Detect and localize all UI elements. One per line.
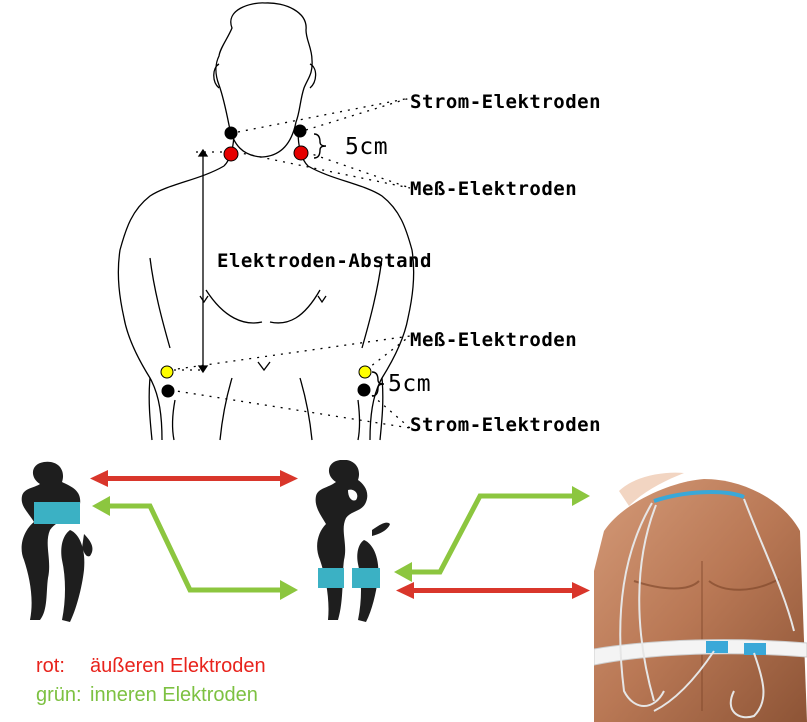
chest-photo [594, 471, 807, 722]
mess-electrode-neck-right [294, 146, 308, 160]
legend-gruen-key: grün: [36, 684, 90, 707]
label-mess-elektroden-top: Meß-Elektroden [410, 178, 577, 200]
label-mess-elektroden-bottom: Meß-Elektroden [410, 329, 577, 351]
legend-gruen: grün:inneren Elektroden [36, 684, 258, 707]
mess-electrode-neck-left [224, 147, 238, 161]
legend-rot: rot:äußeren Elektroden [36, 655, 266, 678]
strom-electrode-neck-left [225, 127, 237, 139]
mess-electrode-waist-left [161, 366, 173, 378]
green-arrow-right [410, 496, 574, 572]
legend-rot-key: rot: [36, 655, 90, 678]
torso-left-outline [118, 166, 224, 440]
torso-right-outline [308, 166, 414, 440]
brace-top [314, 134, 326, 158]
label-strom-elektroden-bottom: Strom-Elektroden [410, 414, 601, 436]
strom-electrode-neck-right [294, 125, 306, 137]
band-waist-middle-figure-right [352, 568, 380, 588]
strom-electrode-waist-right [358, 384, 370, 396]
legend-rot-text: äußeren Elektroden [90, 655, 266, 677]
figure-left [22, 462, 93, 622]
green-arrow-left [108, 506, 282, 590]
legend-gruen-text: inneren Elektroden [90, 684, 258, 706]
band-neck-left-figure [34, 502, 80, 524]
red-arrow-bottom [396, 582, 590, 599]
chest-photo-illustration [594, 471, 807, 722]
red-arrow-top [90, 470, 298, 487]
label-5cm-bottom: 5cm [388, 371, 431, 397]
label-strom-elektroden-top: Strom-Elektroden [410, 91, 601, 113]
label-5cm-top: 5cm [345, 134, 388, 160]
mess-electrode-waist-right [359, 366, 371, 378]
schematic-figures [0, 460, 600, 630]
band-waist-middle-figure-left [318, 568, 344, 588]
strom-electrode-waist-left [162, 385, 174, 397]
label-elektroden-abstand: Elektroden-Abstand [217, 250, 432, 272]
figure-middle [316, 460, 390, 622]
